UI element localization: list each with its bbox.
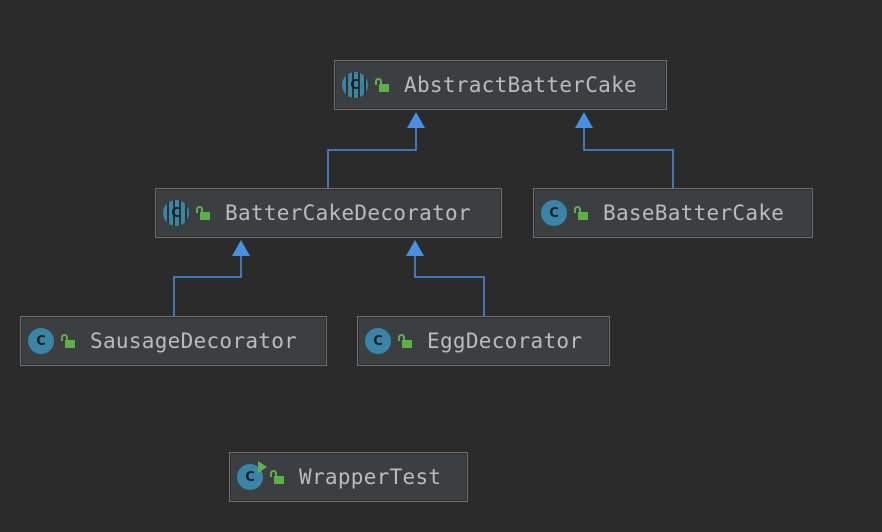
arrowhead-abstract-batter-cake-right [575, 112, 593, 128]
arrowhead-abstract-batter-cake-left [407, 112, 425, 128]
public-lock-icon [60, 333, 76, 349]
public-lock-icon [573, 205, 589, 221]
edge-batter-cake-decorator-to-abstract-batter-cake [327, 126, 417, 188]
runnable-class-icon: C [237, 461, 267, 490]
class-icon: C [28, 328, 54, 354]
arrowhead-batter-cake-decorator-left [232, 240, 250, 256]
public-lock-icon [269, 469, 285, 485]
class-name: BatterCakeDecorator [225, 201, 471, 225]
edge-base-batter-cake-to-abstract-batter-cake [583, 126, 674, 188]
public-lock-icon [374, 77, 390, 93]
abstract-class-icon: C [163, 200, 189, 226]
abstract-class-icon: C [342, 72, 368, 98]
public-lock-icon [397, 333, 413, 349]
class-icon: C [365, 328, 391, 354]
class-name: BaseBatterCake [603, 201, 785, 225]
class-node-abstract-batter-cake[interactable]: C AbstractBatterCake [334, 60, 667, 110]
class-icon: C [541, 200, 567, 226]
class-name: EggDecorator [427, 329, 583, 353]
class-name: AbstractBatterCake [404, 73, 637, 97]
class-node-batter-cake-decorator[interactable]: C BatterCakeDecorator [155, 188, 502, 238]
class-name: WrapperTest [299, 465, 442, 489]
class-node-sausage-decorator[interactable]: C SausageDecorator [20, 316, 327, 366]
class-node-base-batter-cake[interactable]: C BaseBatterCake [533, 188, 813, 238]
edge-sausage-decorator-to-batter-cake-decorator [173, 254, 242, 316]
public-lock-icon [195, 205, 211, 221]
run-badge-icon [258, 461, 267, 473]
class-node-egg-decorator[interactable]: C EggDecorator [357, 316, 610, 366]
edge-egg-decorator-to-batter-cake-decorator [414, 254, 485, 316]
class-name: SausageDecorator [90, 329, 298, 353]
class-node-wrapper-test[interactable]: C WrapperTest [229, 452, 468, 502]
arrowhead-batter-cake-decorator-right [406, 240, 424, 256]
